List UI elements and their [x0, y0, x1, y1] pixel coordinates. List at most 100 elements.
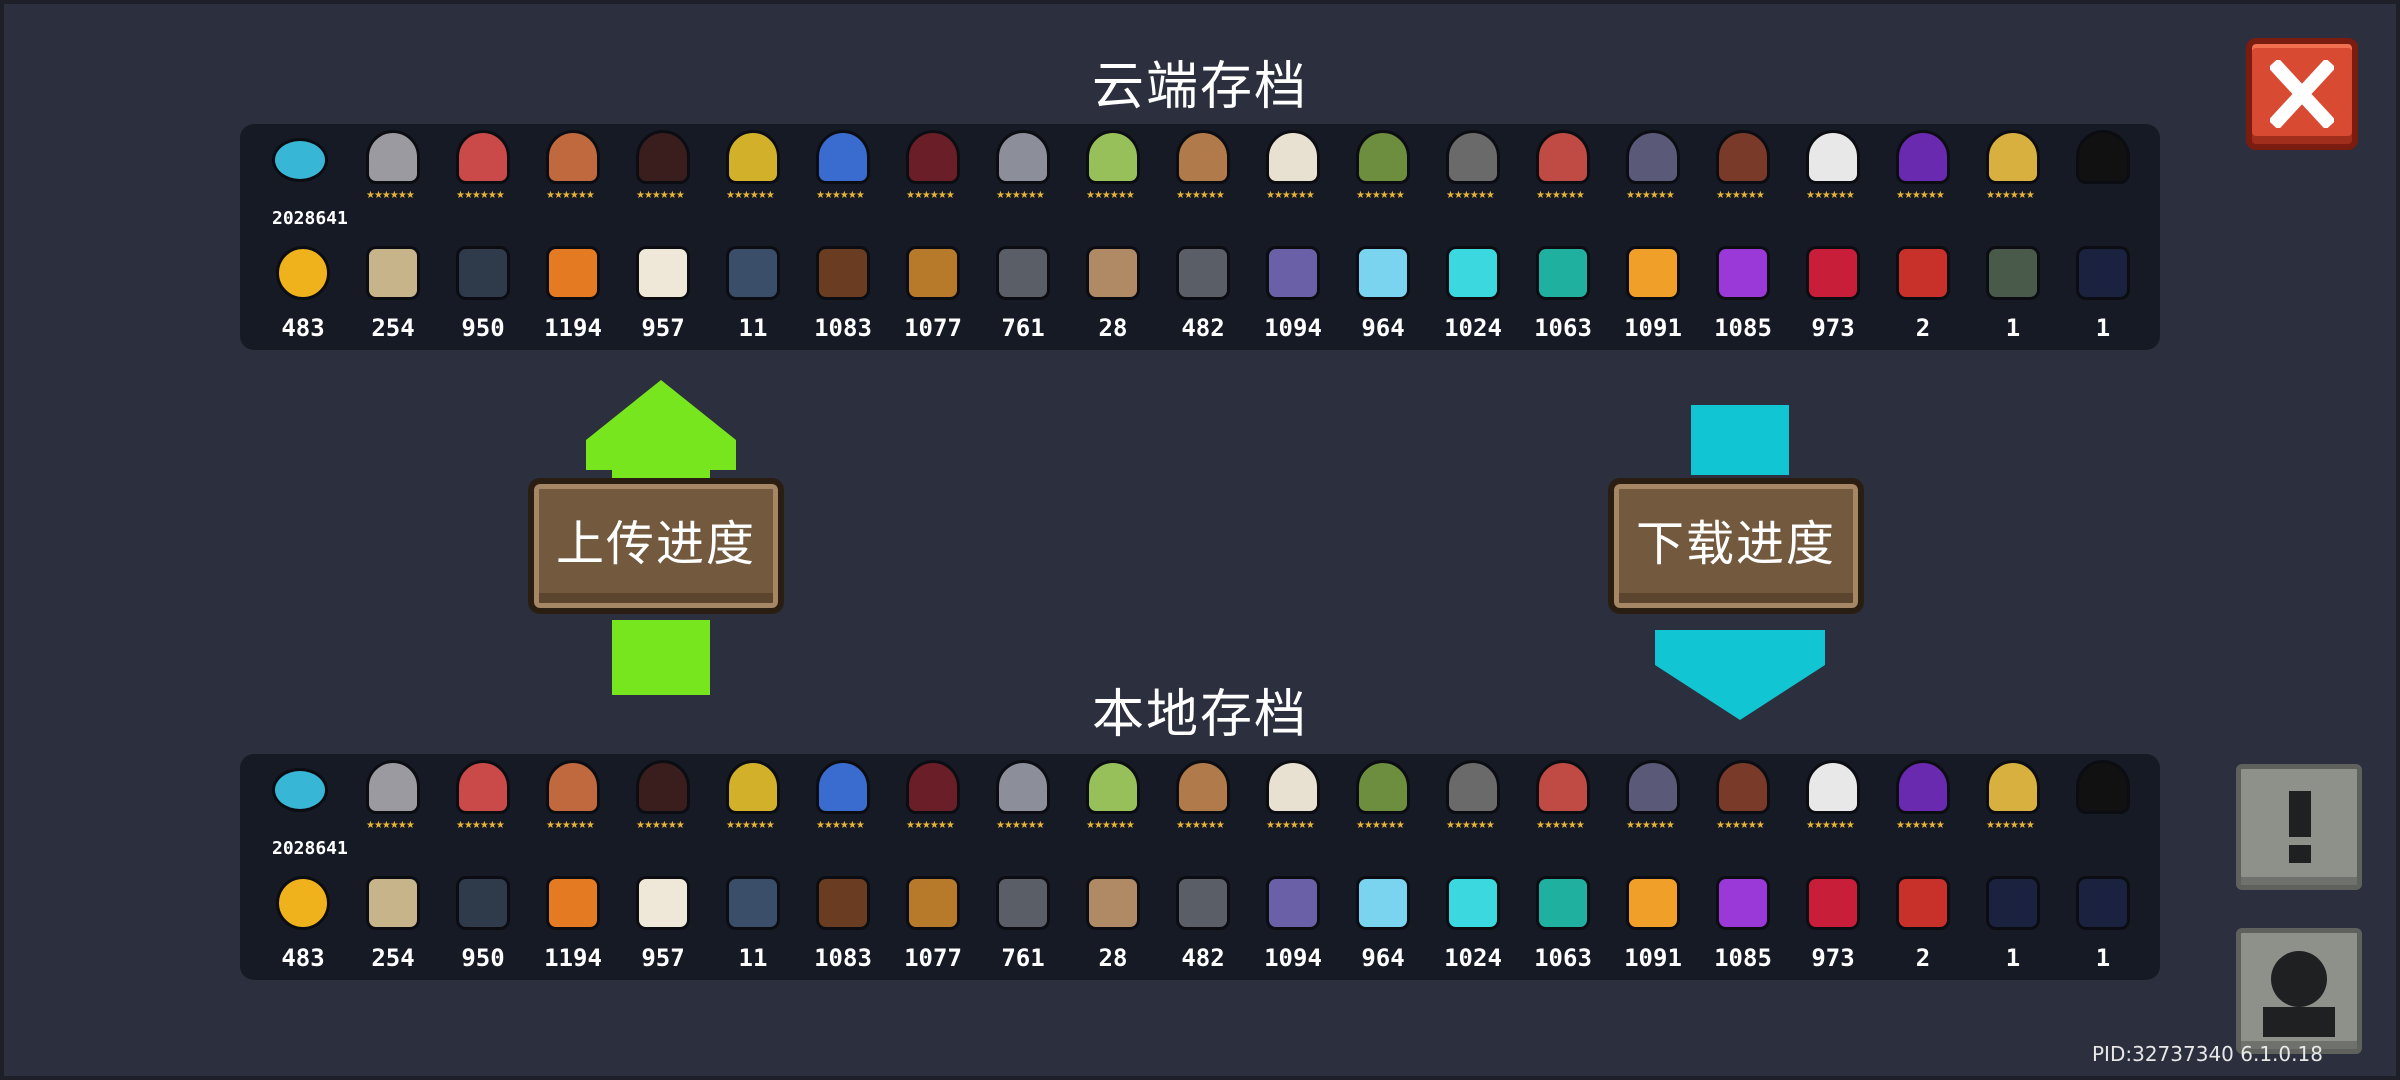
robot-character-icon — [1446, 130, 1500, 184]
local-gem-count: 2028641 — [272, 838, 348, 859]
material-slot: 1083 — [798, 240, 888, 350]
gold-coin-icon — [276, 246, 330, 300]
fish-icon — [726, 246, 780, 300]
material-slot: 957 — [618, 870, 708, 980]
priest-character-icon — [1266, 760, 1320, 814]
material-slot: 1077 — [888, 870, 978, 980]
character-slot: ★★★★★★ — [1248, 124, 1338, 234]
engineer-character-icon — [726, 130, 780, 184]
star-rating-icon: ★★★★★★ — [636, 190, 685, 201]
dark-crystal-icon — [1266, 876, 1320, 930]
account-button[interactable] — [2236, 928, 2362, 1054]
character-slot: ★★★★★★ — [708, 754, 798, 864]
star-rating-icon: ★★★★★★ — [1266, 820, 1315, 831]
material-amount: 1 — [2095, 314, 2111, 342]
star-rating-icon: ★★★★★★ — [996, 820, 1045, 831]
material-slot: 964 — [1338, 240, 1428, 350]
star-rating-icon: ★★★★★★ — [1806, 820, 1855, 831]
material-amount: 2 — [1915, 314, 1931, 342]
close-icon — [2270, 60, 2334, 128]
material-amount: 11 — [738, 314, 768, 342]
priest-character-icon — [1266, 130, 1320, 184]
character-slot: ★★★★★★ — [1878, 124, 1968, 234]
alchemist-character-icon — [816, 130, 870, 184]
demonmaster-character-icon — [1626, 130, 1680, 184]
red-box-icon — [1896, 246, 1950, 300]
character-slot: ★★★★★★ — [888, 754, 978, 864]
fish-icon — [726, 876, 780, 930]
material-slot: 1091 — [1608, 240, 1698, 350]
star-rating-icon: ★★★★★★ — [726, 820, 775, 831]
star-rating-icon: ★★★★★★ — [726, 190, 775, 201]
airbender-character-icon — [1986, 760, 2040, 814]
red-crystal-icon — [1806, 876, 1860, 930]
druid-character-icon — [1086, 760, 1140, 814]
character-slot: ★★★★★★ — [1158, 124, 1248, 234]
star-rating-icon: ★★★★★★ — [1716, 190, 1765, 201]
alchemist-character-icon — [816, 760, 870, 814]
star-rating-icon: ★★★★★★ — [1086, 820, 1135, 831]
cloud-gem-counter: 2028641 — [258, 124, 348, 234]
diamond-tile-icon — [1986, 876, 2040, 930]
star-rating-icon: ★★★★★★ — [1356, 820, 1405, 831]
star-rating-icon: ★★★★★★ — [1626, 190, 1675, 201]
account-icon — [2263, 951, 2335, 1037]
battery-icon — [456, 246, 510, 300]
dark-crystal-icon — [1266, 246, 1320, 300]
fabric-icon — [366, 876, 420, 930]
star-rating-icon: ★★★★★★ — [1986, 190, 2035, 201]
material-slot: 11 — [708, 240, 798, 350]
stone-icon — [1176, 876, 1230, 930]
material-amount: 1077 — [904, 944, 962, 972]
gold-coin-icon — [276, 876, 330, 930]
material-slot: 28 — [1068, 240, 1158, 350]
material-slot: 761 — [978, 870, 1068, 980]
character-slot: ★★★★★★ — [528, 754, 618, 864]
material-slot: 950 — [438, 870, 528, 980]
elf-character-icon — [546, 760, 600, 814]
material-slot: 973 — [1788, 870, 1878, 980]
red-crystal-icon — [1806, 246, 1860, 300]
character-slot: ★★★★★★ — [1068, 124, 1158, 234]
assassin-character-icon — [636, 130, 690, 184]
character-slot: ★★★★★★ — [438, 124, 528, 234]
download-progress-button[interactable]: 下载进度 — [1608, 478, 1864, 614]
character-slot: ★★★★★★ — [1518, 124, 1608, 234]
upload-progress-button[interactable]: 上传进度 — [528, 478, 784, 614]
character-slot: ★★★★★★ — [1788, 124, 1878, 234]
cloud-save-panel: 2028641 ★★★★★★★★★★★★★★★★★★★★★★★★★★★★★★★★… — [240, 124, 2160, 350]
local-gem-counter: 2028641 — [258, 754, 348, 864]
material-amount: 950 — [461, 944, 505, 972]
red-box-icon — [1896, 876, 1950, 930]
star-rating-icon: ★★★★★★ — [636, 820, 685, 831]
ice-crystal-icon — [1356, 876, 1410, 930]
character-slot: ★★★★★★ — [1338, 754, 1428, 864]
blueprint-icon — [1086, 246, 1140, 300]
star-rating-icon: ★★★★★★ — [456, 820, 505, 831]
green-crystal-icon — [1536, 246, 1590, 300]
orange-crystal-icon — [1626, 876, 1680, 930]
character-slot: ★★★★★★ — [348, 754, 438, 864]
close-button[interactable] — [2246, 38, 2358, 150]
material-slot: 11 — [708, 870, 798, 980]
character-slot: ★★★★★★ — [1338, 124, 1428, 234]
character-slot: ★★★★★★ — [348, 124, 438, 234]
material-amount: 973 — [1811, 944, 1855, 972]
star-rating-icon: ★★★★★★ — [1806, 190, 1855, 201]
star-rating-icon: ★★★★★★ — [546, 820, 595, 831]
star-rating-icon: ★★★★★★ — [1176, 190, 1225, 201]
berserker-character-icon — [1356, 760, 1410, 814]
character-slot: ★★★★★★ — [1428, 754, 1518, 864]
material-amount: 1 — [2095, 944, 2111, 972]
material-amount: 1091 — [1624, 944, 1682, 972]
material-slot: 483 — [258, 240, 348, 350]
character-slot: ★★★★★★ — [888, 124, 978, 234]
gem-icon — [272, 768, 328, 812]
character-slot: ★★★★★★ — [618, 124, 708, 234]
material-amount: 1194 — [544, 944, 602, 972]
notice-button[interactable] — [2236, 764, 2362, 890]
material-slot: 1077 — [888, 240, 978, 350]
